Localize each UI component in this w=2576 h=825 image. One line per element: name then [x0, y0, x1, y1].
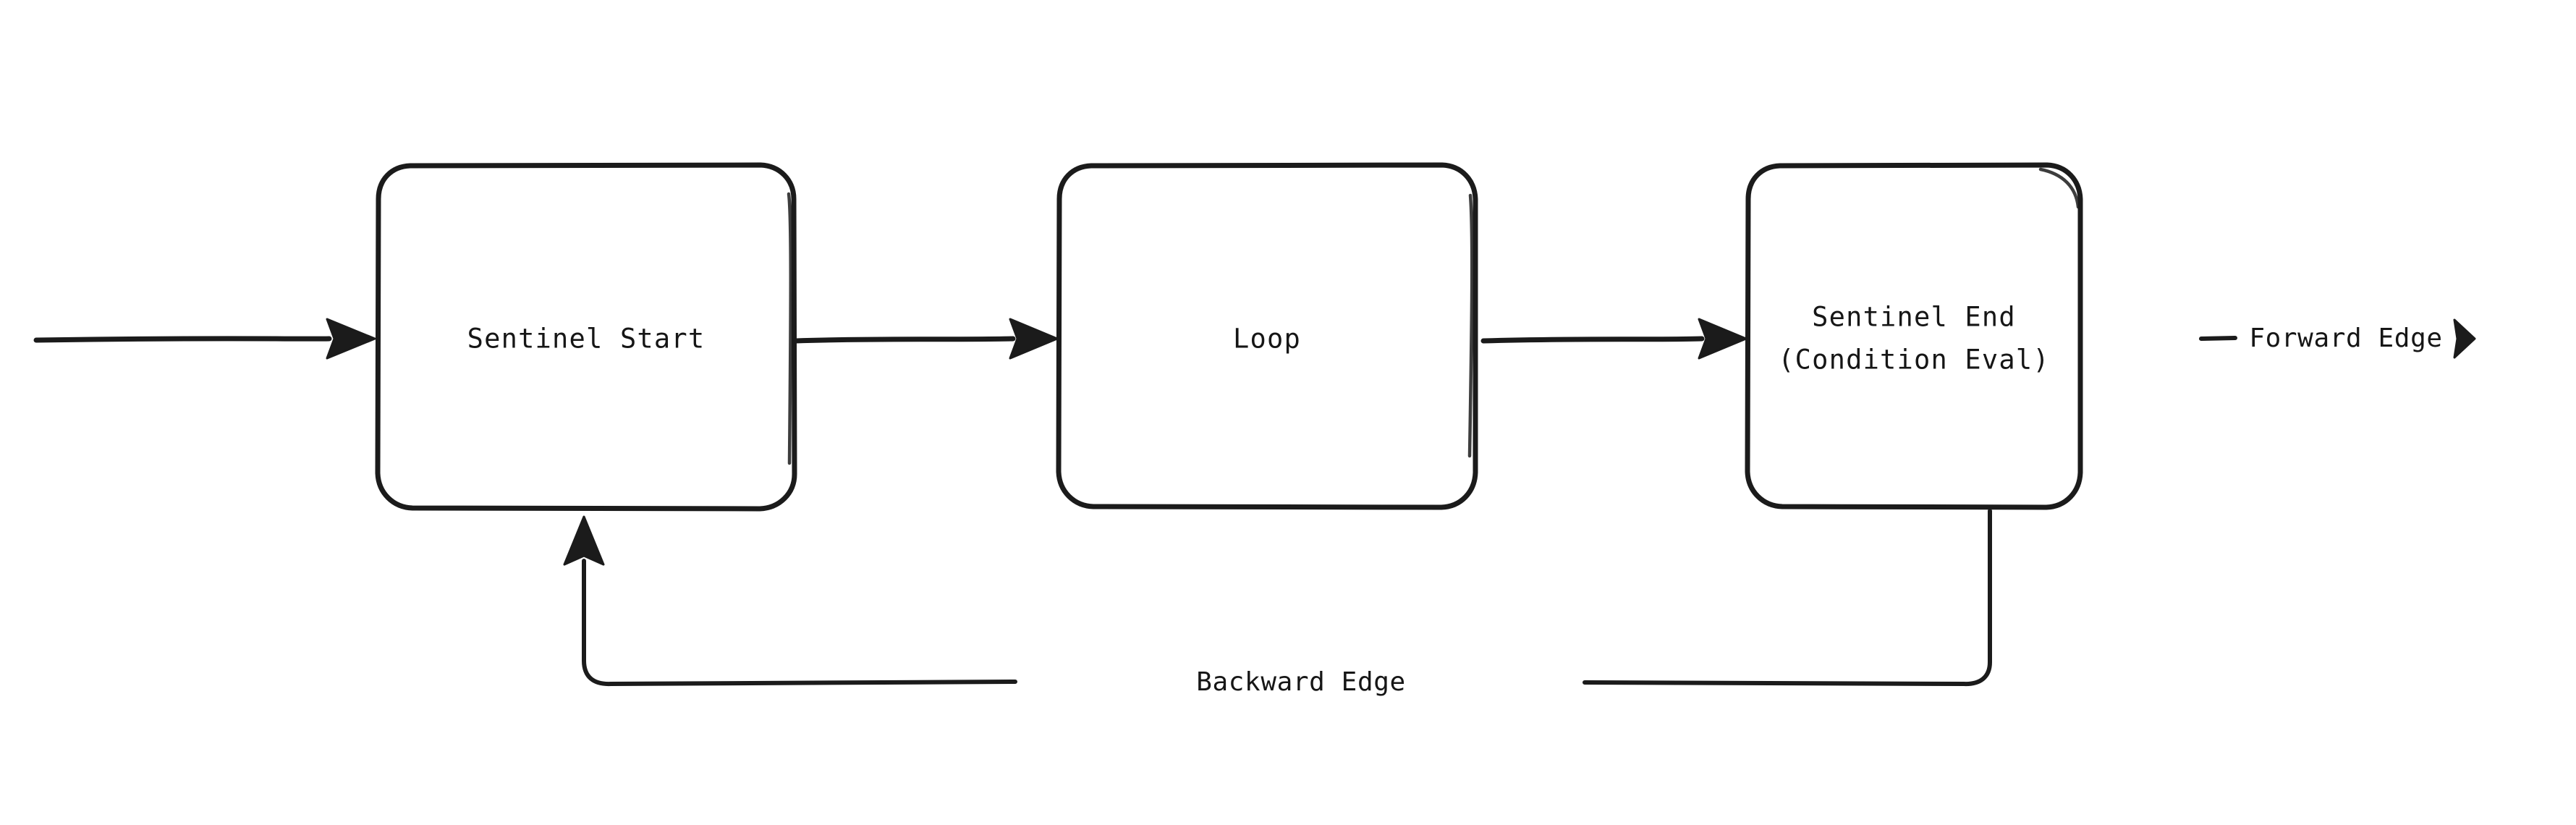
edge-backward-line-right — [1583, 509, 1992, 687]
node-loop-label: Loop — [1233, 323, 1301, 355]
edge-entry-arrowhead — [326, 318, 376, 360]
edge-start-to-loop-line — [793, 336, 1016, 344]
node-loop-sketch-accent — [1467, 193, 1474, 458]
node-sentinel-start[interactable]: Sentinel Start — [375, 162, 797, 512]
node-sentinel-end[interactable]: Sentinel End (Condition Eval) — [1745, 162, 2083, 510]
edge-backward-label: Backward Edge — [1196, 667, 1406, 697]
node-sentinel-end-box — [1745, 162, 2083, 510]
edge-forward: Forward Edge — [2199, 318, 2476, 359]
edge-loop-to-end-line — [1480, 336, 1705, 344]
node-sentinel-start-box — [375, 162, 797, 512]
edge-entry-line — [33, 336, 332, 343]
edge-backward-arrowhead — [563, 515, 605, 566]
node-sentinel-end-label-line2: (Condition Eval) — [1778, 344, 2050, 376]
node-sentinel-end-sketch-accent — [2038, 167, 2080, 209]
edge-entry — [33, 318, 376, 360]
node-sentinel-start-sketch-accent — [787, 192, 792, 465]
edge-forward-line-left — [2199, 336, 2237, 341]
edge-forward-label: Forward Edge — [2249, 323, 2442, 353]
node-sentinel-end-label-line1: Sentinel End — [1812, 302, 2016, 333]
edge-backward: Backward Edge — [563, 509, 1992, 697]
node-sentinel-start-label: Sentinel Start — [467, 323, 706, 355]
edge-loop-to-end — [1480, 318, 1747, 360]
edge-forward-arrowhead — [2453, 318, 2476, 359]
edge-start-to-loop — [793, 318, 1059, 360]
edge-loop-to-end-arrowhead — [1698, 318, 1747, 360]
edge-start-to-loop-arrowhead — [1009, 318, 1059, 360]
node-loop-box — [1056, 162, 1478, 510]
node-loop[interactable]: Loop — [1056, 162, 1478, 510]
edge-backward-line-left — [582, 559, 1017, 687]
